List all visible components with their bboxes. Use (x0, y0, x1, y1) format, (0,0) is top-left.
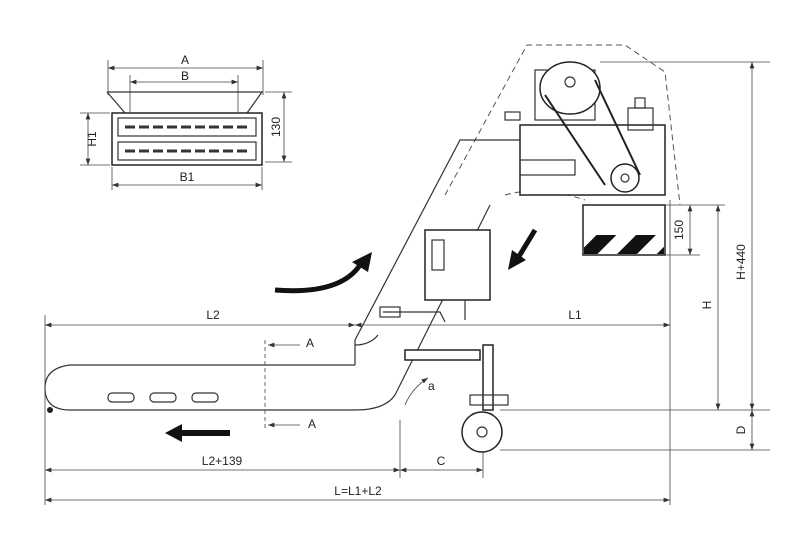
chip-inflow-arrow (274, 263, 363, 294)
dim-a-label: A (181, 53, 189, 67)
control-box (424, 229, 491, 301)
dim-l1-label: L1 (568, 308, 582, 322)
chain-frame (111, 112, 263, 166)
dim-d-label: D (734, 425, 748, 434)
dim-130-label: 130 (269, 117, 283, 137)
cover-outline (444, 44, 681, 206)
section-mark-bottom: A (308, 417, 316, 431)
side-view: A A a L2 L1 150 H H+440 D L2+139 C L=L1+… (44, 44, 770, 505)
caster-wheel (461, 411, 503, 453)
dim-h440-label: H+440 (734, 244, 748, 280)
dim-150-label: 150 (672, 220, 686, 240)
section-mark-top: A (306, 336, 314, 350)
angle-label: a (428, 379, 435, 393)
support-leg (482, 344, 494, 411)
dim-l2-139-label: L2+139 (202, 454, 243, 468)
dim-h1-label: H1 (85, 131, 99, 147)
drive-sprocket (610, 163, 640, 193)
dim-total-label: L=L1+L2 (334, 484, 382, 498)
motor-pulley (539, 61, 601, 115)
cross-section-view: A B H1 130 B1 (80, 53, 292, 190)
dim-l2-label: L2 (206, 308, 220, 322)
conveyor-body (44, 204, 491, 411)
hopper (106, 91, 264, 114)
dim-c-label: C (437, 454, 446, 468)
dim-b1-label: B1 (180, 170, 195, 184)
discharge-arrow (515, 228, 538, 260)
dim-h-label: H (700, 301, 714, 310)
warning-stripes (584, 235, 664, 254)
dim-b-label: B (181, 69, 189, 83)
